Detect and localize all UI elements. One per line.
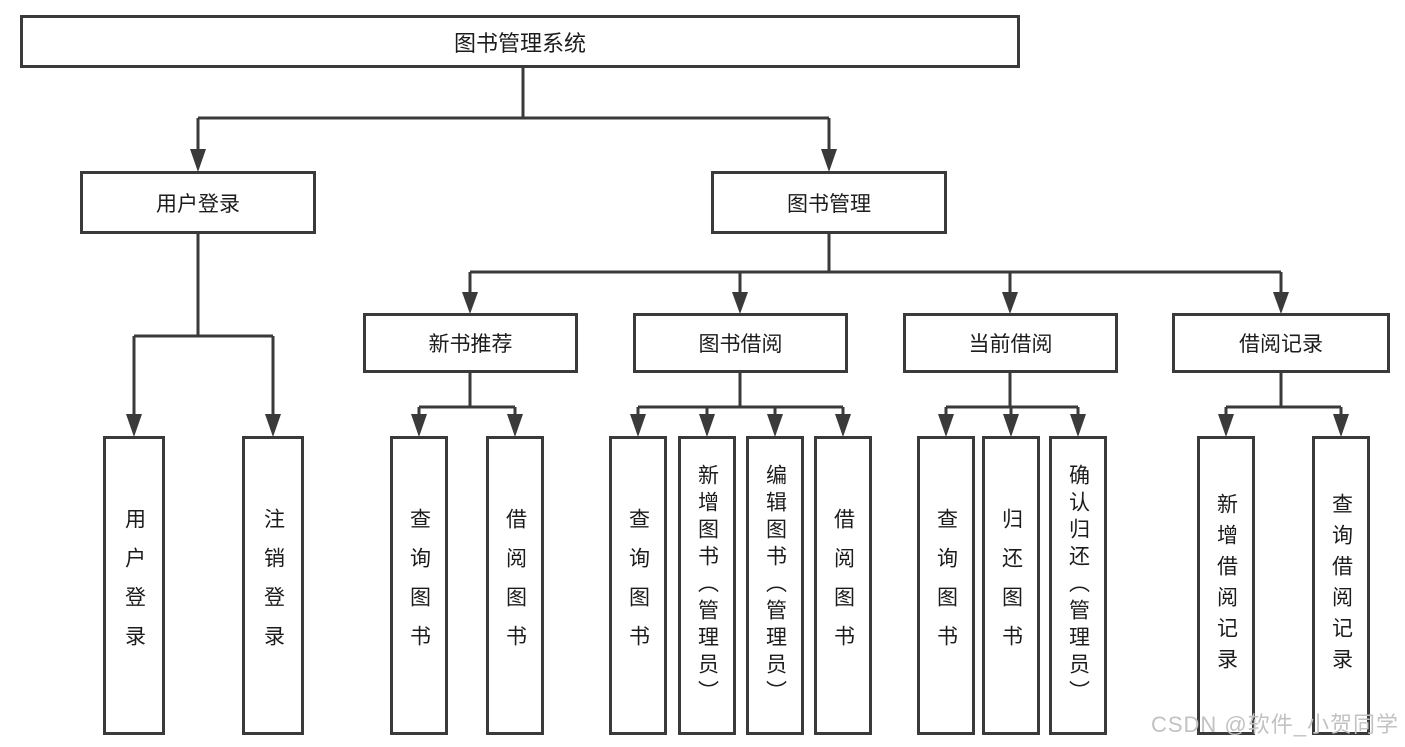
node-book-mgmt: 图书管理: [711, 171, 947, 234]
arrowhead-bb-query: [630, 414, 646, 437]
leaf-rec-query-record: 查询借阅记录: [1312, 436, 1370, 735]
leaf-cb-query-books: 查询图书: [917, 436, 975, 735]
arrowhead-rec-add: [1218, 414, 1234, 437]
leaf-cb-return-books-label: 归还图书: [999, 507, 1023, 664]
edge-book-borrow-to-leaves: [636, 373, 845, 415]
node-borrow-records: 借阅记录: [1172, 313, 1390, 373]
leaf-bb-query-books-label: 查询图书: [626, 507, 650, 664]
arrowhead-book-borrow: [732, 292, 748, 314]
leaf-cb-confirm-return-admin-label: 确认归还（管理员）: [1066, 464, 1090, 707]
edge-current-borrow-to-leaves: [944, 373, 1080, 415]
leaf-bb-query-books: 查询图书: [609, 436, 667, 735]
leaf-cb-query-books-label: 查询图书: [934, 507, 958, 664]
edge-records-to-leaves: [1224, 373, 1343, 415]
leaf-nb-borrow-books: 借阅图书: [486, 436, 544, 735]
arrowhead-new-book: [462, 292, 478, 314]
node-user-login-label: 用户登录: [156, 192, 240, 216]
leaf-user-login: 用户登录: [103, 436, 165, 735]
arrowhead-cb-confirm: [1070, 414, 1086, 437]
arrowhead-rec-query: [1333, 414, 1349, 437]
arrowhead-bb-edit: [767, 414, 783, 437]
edge-new-book-to-leaves: [417, 373, 517, 415]
leaf-nb-query-books-label: 查询图书: [407, 507, 431, 664]
edge-user-login-to-leaves: [132, 234, 275, 415]
node-new-book-rec-label: 新书推荐: [428, 333, 513, 356]
leaf-cb-return-books: 归还图书: [982, 436, 1040, 735]
arrowhead-nb-borrow: [507, 414, 523, 437]
leaf-logout-label: 注销登录: [261, 507, 285, 664]
leaf-nb-borrow-books-label: 借阅图书: [503, 507, 527, 664]
arrowhead-leaf-logout: [265, 414, 281, 437]
leaf-logout: 注销登录: [242, 436, 304, 735]
node-root-label: 图书管理系统: [453, 30, 586, 56]
arrowhead-bb-add: [699, 414, 715, 437]
leaf-rec-query-record-label: 查询借阅记录: [1329, 492, 1353, 679]
arrowhead-user-login: [190, 149, 206, 172]
node-current-borrow-label: 当前借阅: [968, 333, 1053, 356]
leaf-rec-add-record-label: 新增借阅记录: [1214, 492, 1238, 679]
node-new-book-rec: 新书推荐: [363, 313, 578, 373]
leaf-nb-query-books: 查询图书: [390, 436, 448, 735]
node-book-mgmt-label: 图书管理: [787, 192, 871, 216]
leaf-bb-edit-books-admin-label: 编辑图书（管理员）: [763, 464, 787, 707]
edge-book-mgmt-to-level3: [468, 234, 1283, 293]
node-current-borrow: 当前借阅: [903, 313, 1118, 373]
edge-root-to-level2: [196, 68, 831, 150]
arrowhead-nb-query: [411, 414, 427, 437]
arrowhead-cb-return: [1003, 414, 1019, 437]
arrowhead-book-mgmt: [821, 149, 837, 172]
csdn-watermark: CSDN @软件_小贺同学: [1150, 712, 1399, 737]
leaf-bb-add-books-admin-label: 新增图书（管理员）: [695, 464, 719, 707]
node-book-borrow-label: 图书借阅: [698, 333, 783, 356]
node-user-login: 用户登录: [80, 171, 316, 234]
node-root: 图书管理系统: [20, 15, 1020, 68]
node-book-borrow: 图书借阅: [633, 313, 848, 373]
leaf-bb-add-books-admin: 新增图书（管理员）: [678, 436, 736, 735]
arrowhead-borrow-records: [1273, 292, 1289, 314]
leaf-rec-add-record: 新增借阅记录: [1197, 436, 1255, 735]
leaf-bb-edit-books-admin: 编辑图书（管理员）: [746, 436, 804, 735]
leaf-user-login-label: 用户登录: [122, 507, 146, 664]
leaf-bb-borrow-books-label: 借阅图书: [831, 507, 855, 664]
arrowhead-leaf-login: [126, 414, 142, 437]
leaf-bb-borrow-books: 借阅图书: [814, 436, 872, 735]
leaf-cb-confirm-return-admin: 确认归还（管理员）: [1049, 436, 1107, 735]
node-borrow-records-label: 借阅记录: [1239, 333, 1323, 356]
arrowhead-bb-borrow: [835, 414, 851, 437]
arrowhead-current-borrow: [1002, 292, 1018, 314]
arrowhead-cb-query: [938, 414, 954, 437]
